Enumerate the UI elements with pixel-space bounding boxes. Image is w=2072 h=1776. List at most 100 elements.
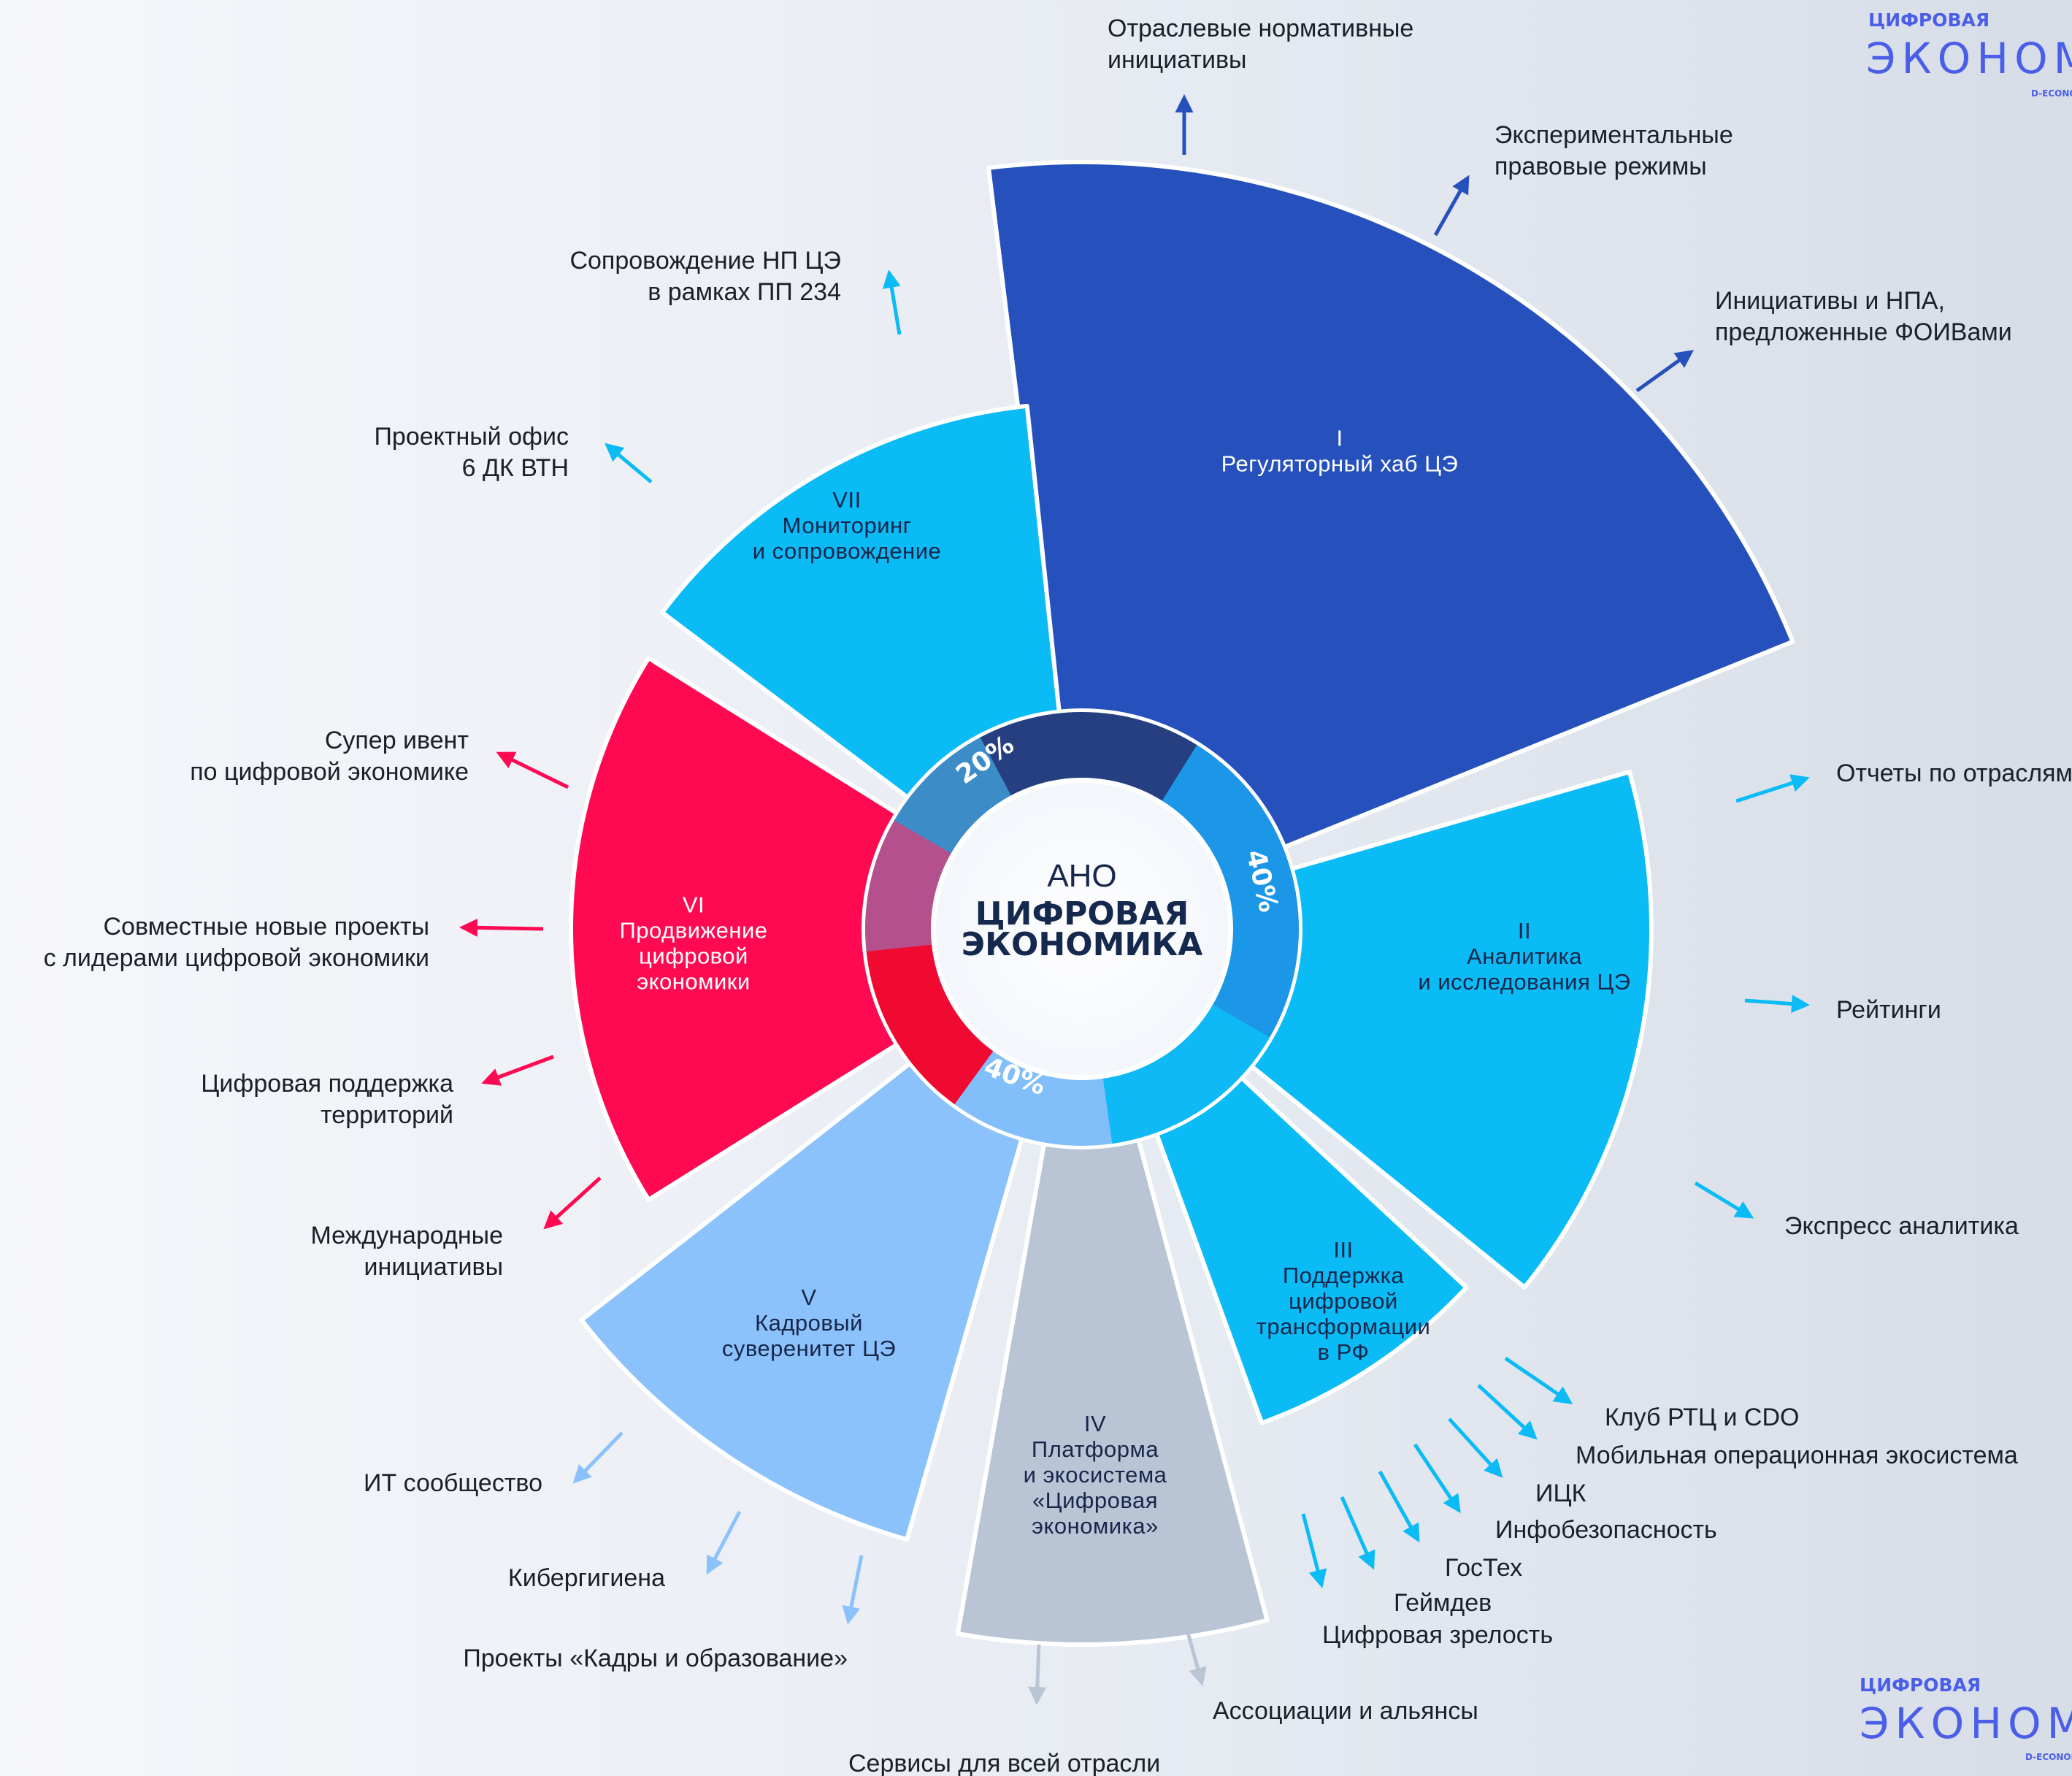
- sector-hr-sovereignty-title-line: Кадровый: [755, 1310, 863, 1336]
- arrow-icon: [496, 751, 569, 789]
- ring-segment: [1051, 712, 1073, 780]
- arrow-icon: [459, 918, 544, 937]
- ring-segment: [1122, 1071, 1156, 1138]
- ring-segment: [1022, 716, 1052, 784]
- arrow-icon: [1185, 1629, 1207, 1686]
- logo-top-right: ЦИФРОВАЯ ЭКОНОМИКА D-ECONOMY: [1866, 9, 2072, 99]
- output-label-vi-1: с лидерами цифровой экономики: [44, 944, 429, 972]
- arrow-icon: [1635, 350, 1695, 393]
- logo-top-tiny-text: D-ECONOMY: [2031, 88, 2072, 99]
- output-label-iii-5: Геймдев: [1394, 1589, 1492, 1617]
- logo-top-big-text: ЭКОНОМИКА: [1866, 34, 2072, 83]
- ring-segment: [868, 954, 936, 981]
- ring-segment: [1207, 807, 1271, 855]
- ring-segment: [886, 994, 951, 1038]
- ring-segment: [1178, 762, 1234, 822]
- ring-segment: [1217, 985, 1284, 1026]
- sector-analytics-title-line: Аналитика: [1467, 944, 1582, 969]
- ring-segment: [1170, 1044, 1221, 1106]
- center-disc: [936, 783, 1228, 1075]
- center-title-line1: ЦИФРОВАЯ: [975, 895, 1189, 933]
- ring-segment: [1228, 954, 1296, 983]
- sector-analytics-title-line: и исследования ЦЭ: [1418, 969, 1630, 995]
- output-label-vi-3: Международные: [310, 1222, 503, 1249]
- ring-segment: [1112, 1073, 1142, 1141]
- arrow-icon: [1340, 1496, 1375, 1570]
- ring-segment: [902, 794, 964, 845]
- arrow-icon: [706, 1510, 742, 1575]
- ring-segment: [901, 1012, 964, 1063]
- ring-segment: [894, 806, 958, 854]
- arrow-icon: [842, 1555, 864, 1625]
- output-label-v-2: Проекты «Кадры и образование»: [463, 1645, 848, 1672]
- sector-regulatory-hub-title-line: I: [1336, 426, 1343, 451]
- ring-segment: [1212, 995, 1277, 1039]
- ring-segment: [880, 832, 947, 873]
- sector-regulatory-hub-title-line: Регуляторный хаб ЦЭ: [1221, 451, 1459, 477]
- ring-segment: [865, 933, 932, 952]
- arrow-icon: [1448, 1417, 1503, 1478]
- ring-segment: [1162, 745, 1211, 808]
- logo-bottom-small-text: ЦИФРОВАЯ: [1860, 1674, 1981, 1696]
- ring-segment: [1142, 1062, 1184, 1128]
- output-label-vi-2: территорий: [321, 1101, 453, 1129]
- sector-analytics-title-line: II: [1518, 918, 1531, 944]
- ring-segment: [930, 1036, 986, 1095]
- ring-segment: [1050, 1078, 1072, 1146]
- output-label-iii-4: ГосТех: [1445, 1554, 1522, 1582]
- logo-bottom-tiny-text: D-ECONOMY: [2025, 1752, 2072, 1762]
- output-label-v-0: ИТ сообщество: [364, 1469, 542, 1497]
- sector-monitoring-title-line: Мониторинг: [783, 513, 912, 538]
- ring-segment: [1152, 737, 1199, 802]
- sector-platform-title-line: и экосистема: [1024, 1462, 1167, 1488]
- output-label-i-1: Экспериментальные: [1494, 121, 1733, 149]
- ring-segment: [1178, 1037, 1233, 1096]
- ring-segment: [1006, 1070, 1041, 1138]
- arrow-icon: [605, 443, 653, 483]
- ring-segment: [919, 1029, 978, 1085]
- output-label-i-0: инициативы: [1108, 46, 1246, 74]
- output-label-vi-2: Цифровая поддержка: [201, 1070, 453, 1098]
- output-label-vii-1: 6 ДК ВТН: [462, 454, 569, 482]
- output-label-i-2: Инициативы и НПА,: [1715, 287, 1945, 315]
- output-label-ii-1: Рейтинги: [1836, 996, 1941, 1024]
- ring-segment: [880, 984, 947, 1025]
- ring-segment: [866, 889, 934, 914]
- ring-segment: [1080, 1079, 1097, 1146]
- ring-segment: [1132, 1066, 1170, 1133]
- ring-segment: [1151, 1057, 1197, 1122]
- arrow-icon: [1028, 1644, 1047, 1705]
- ring-segment: [1065, 1079, 1083, 1147]
- arrow-icon: [1694, 1181, 1754, 1219]
- ring-segment: [1200, 795, 1263, 846]
- sector-platform-title-line: IV: [1084, 1411, 1106, 1436]
- ring-segment: [1186, 1030, 1243, 1087]
- output-label-i-2: предложенные ФОИВами: [1715, 318, 2012, 346]
- ring-segment: [1067, 712, 1084, 778]
- ring-segment: [1225, 965, 1293, 998]
- arrow-icon: [1413, 1443, 1461, 1514]
- output-label-iv-1: Ассоциации и альянсы: [1213, 1697, 1478, 1725]
- ring-segment: [866, 943, 934, 967]
- output-label-iii-6: Цифровая зрелость: [1322, 1621, 1553, 1649]
- ring-segment: [1193, 1022, 1254, 1076]
- output-label-vi-3: инициативы: [364, 1253, 503, 1281]
- sector-platform-title-line: «Цифровая: [1032, 1488, 1158, 1513]
- output-label-v-1: Кибергигиена: [508, 1564, 665, 1592]
- center-org-type: АНО: [1047, 858, 1116, 894]
- output-label-vii-0: Сопровождение НП ЦЭ: [569, 247, 841, 275]
- sector-monitoring-title-line: и сопровождение: [753, 538, 942, 564]
- ring-segment: [1194, 784, 1254, 838]
- ring-segment: [865, 904, 932, 925]
- arrow-icon: [481, 1054, 554, 1086]
- arrow-icon: [882, 269, 902, 335]
- sector-promotion-title-line: VI: [683, 892, 705, 918]
- output-label-iii-2: ИЦК: [1535, 1480, 1586, 1507]
- center-title-line2: ЭКОНОМИКА: [962, 926, 1203, 963]
- ring-segment: [875, 846, 943, 883]
- arrow-icon: [1433, 175, 1470, 237]
- ring-segment: [1200, 1013, 1262, 1064]
- ring-segment: [965, 1056, 1012, 1121]
- sector-hr-sovereignty-title-line: суверенитет ЦЭ: [722, 1336, 896, 1361]
- ring-segment: [1101, 1076, 1127, 1144]
